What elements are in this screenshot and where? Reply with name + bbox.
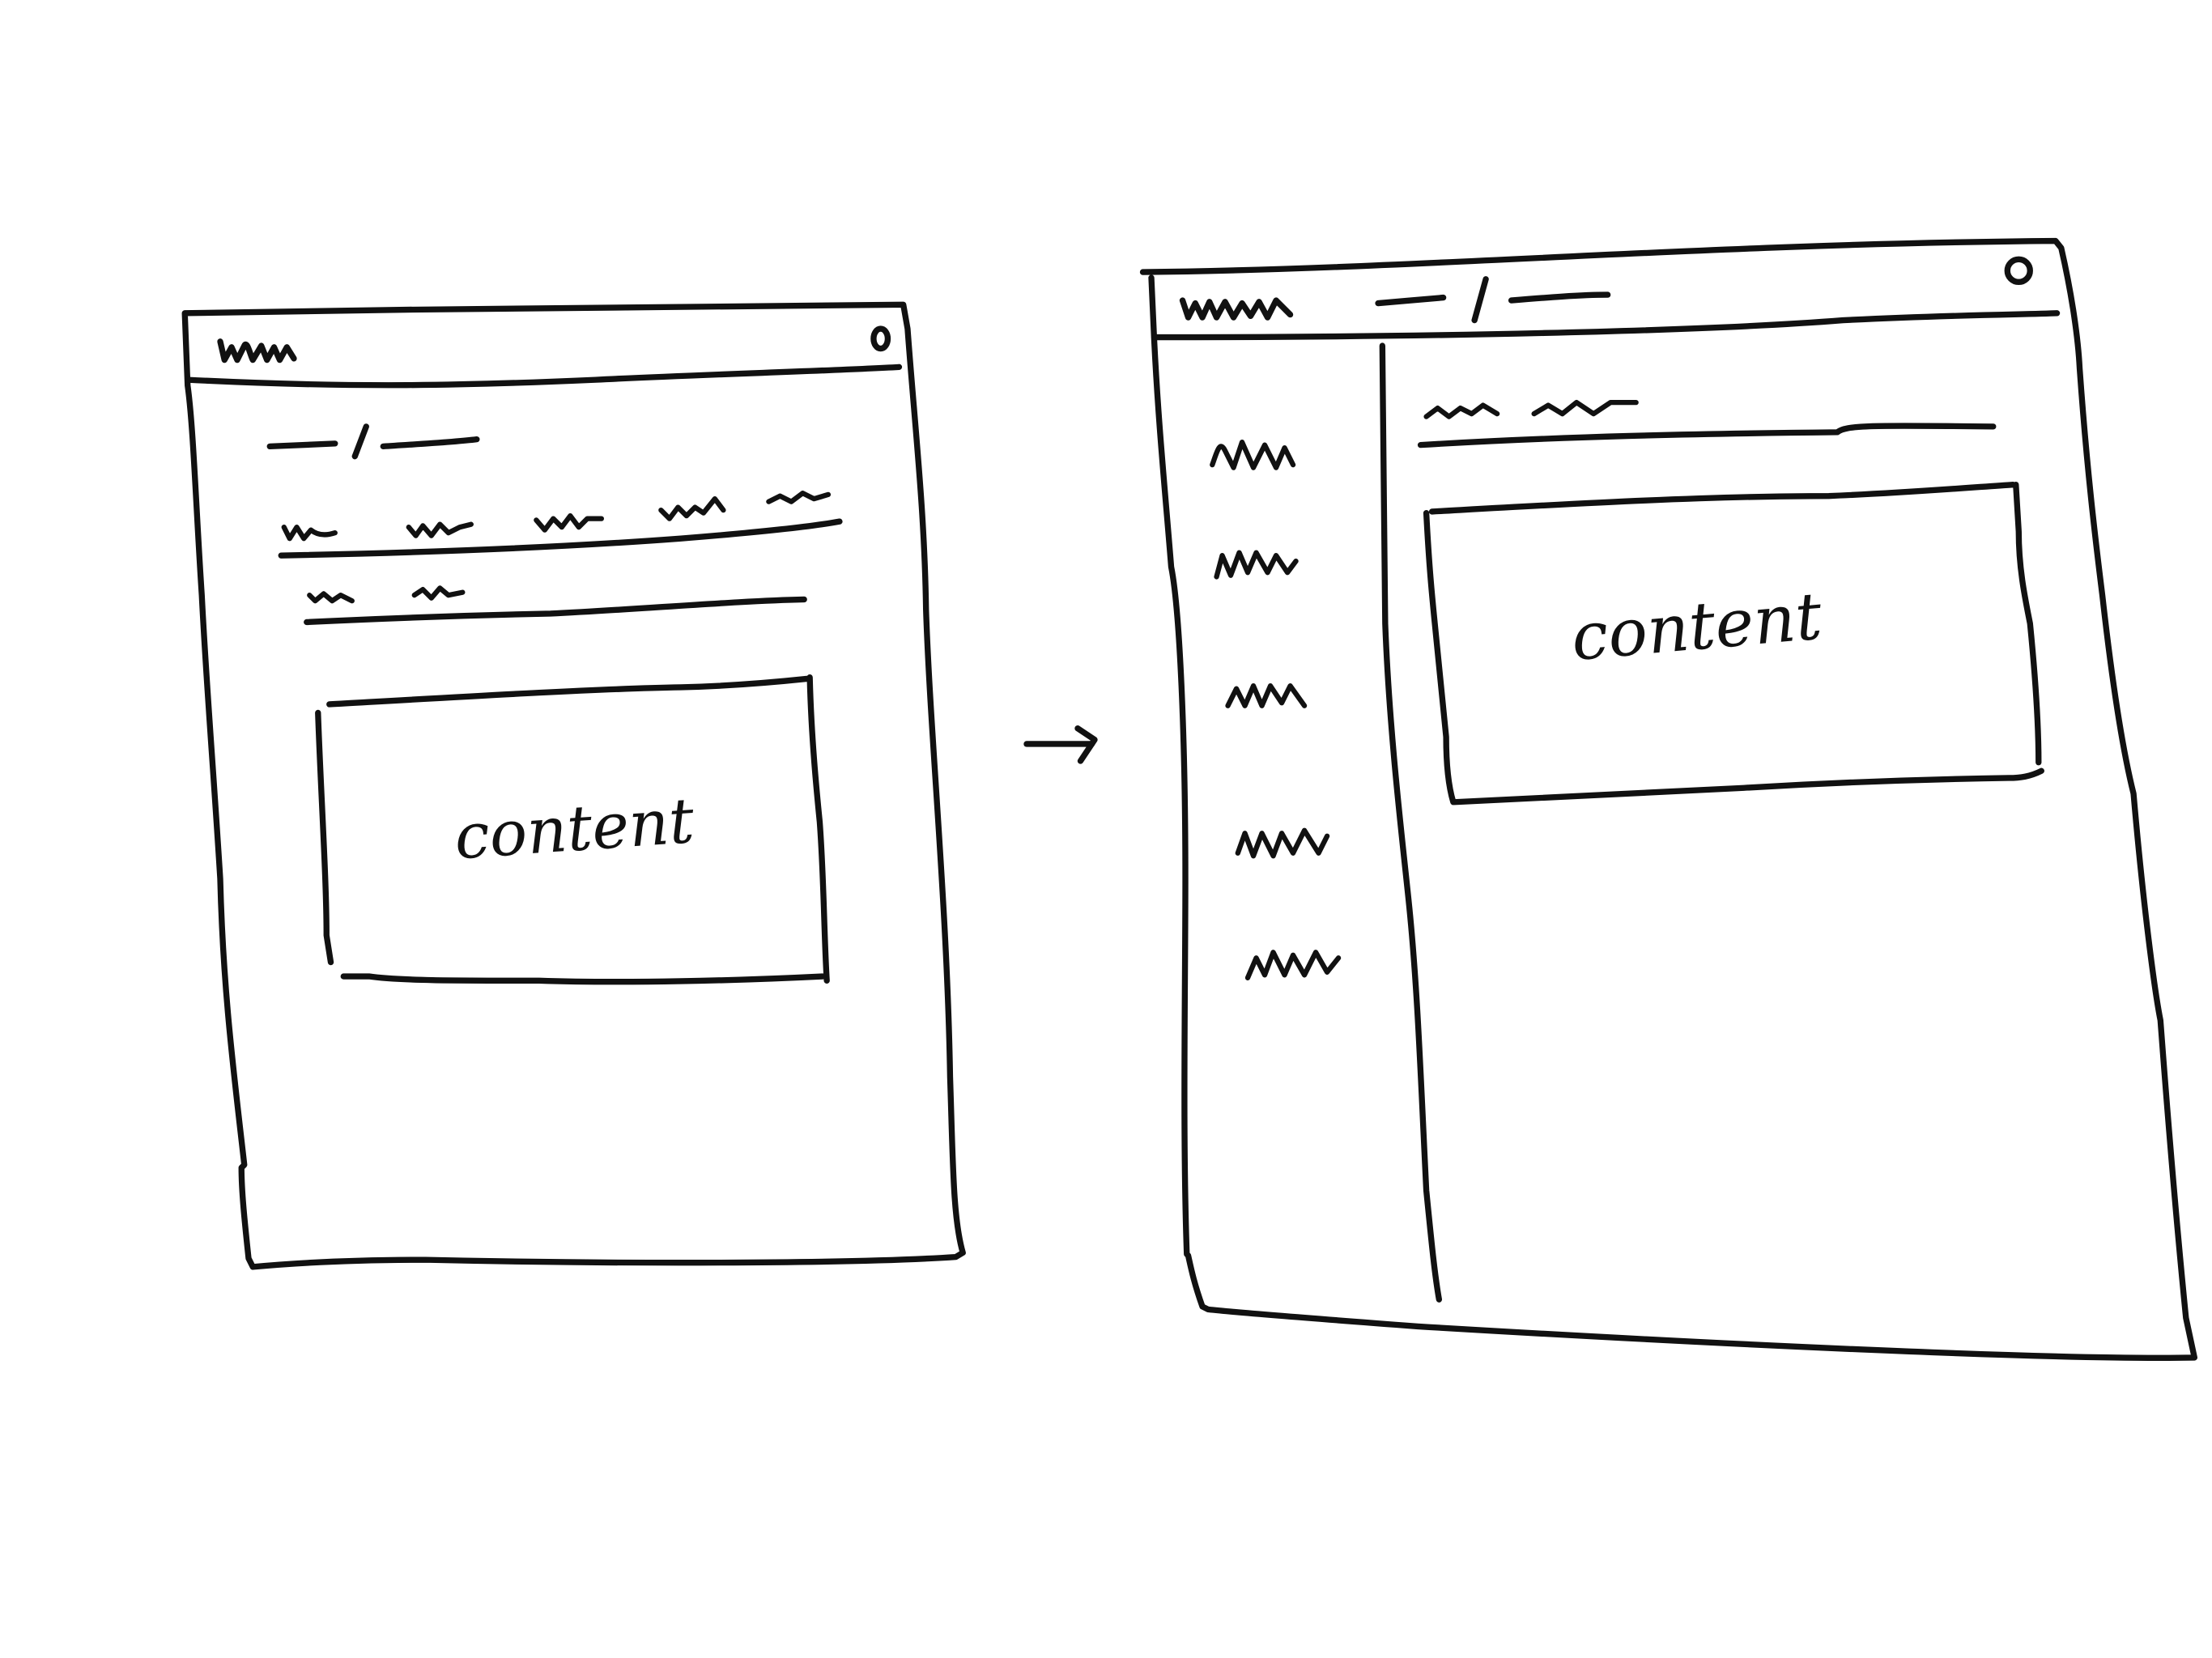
narrow-layout-wireframe	[181, 301, 966, 1270]
wide-content-box	[1423, 481, 2044, 806]
narrow-titlebar-divider	[185, 363, 903, 389]
transition-arrow	[1023, 725, 1098, 764]
wide-breadcrumb	[1375, 276, 1611, 324]
narrow-subtab-labels	[307, 585, 466, 604]
narrow-window-control-icon	[870, 325, 891, 352]
narrow-app-title-squiggle	[217, 338, 297, 363]
narrow-tab-labels	[281, 490, 832, 542]
wide-page-heading-squiggle	[1423, 399, 1639, 419]
narrow-subtab-underline	[304, 596, 807, 626]
transition-arrow-head	[1074, 725, 1098, 764]
narrow-frame-outline	[181, 301, 966, 1270]
wide-app-title-squiggle	[1179, 297, 1294, 321]
wide-sidebar-divider	[1379, 342, 1443, 1303]
narrow-content-label: content	[452, 785, 697, 874]
wide-frame-outline	[1139, 237, 2198, 1361]
wide-layout-wireframe	[1139, 237, 2198, 1361]
narrow-content-box	[315, 674, 830, 985]
wide-window-control-icon	[2004, 256, 2033, 286]
narrow-breadcrumb	[266, 423, 480, 460]
wide-heading-underline	[1417, 423, 1997, 449]
narrow-tab-underline	[278, 518, 843, 559]
wide-sidebar-items	[1210, 439, 1342, 980]
wide-titlebar-divider	[1151, 310, 2061, 341]
wide-content-label: content	[1568, 577, 1825, 675]
